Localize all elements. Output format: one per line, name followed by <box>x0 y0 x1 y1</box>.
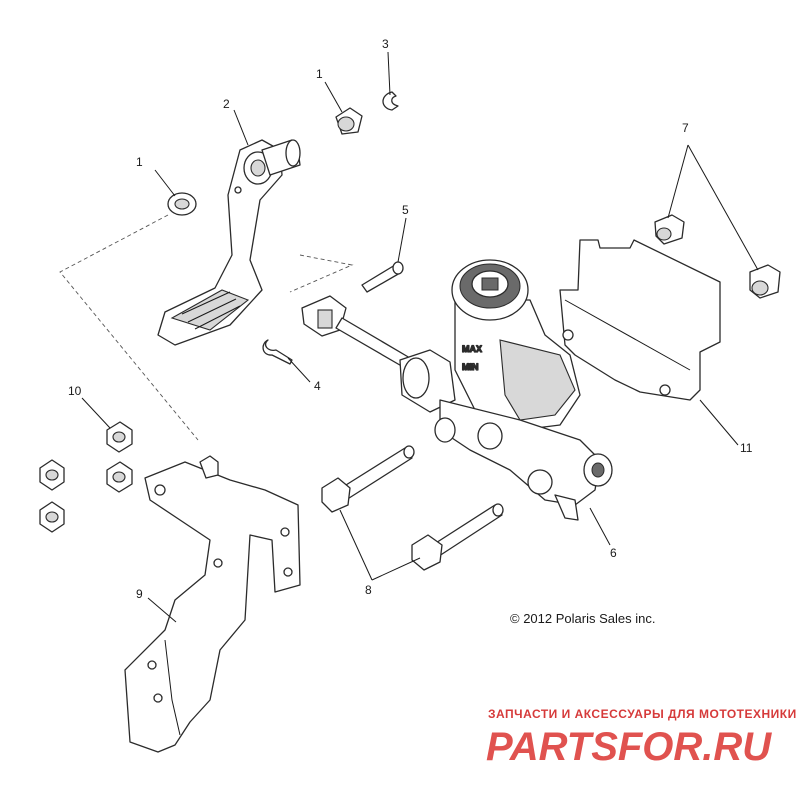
bolt-upper <box>321 445 415 513</box>
master-cylinder: MAX MIN <box>301 259 613 521</box>
cotter-pin <box>262 339 293 365</box>
mounting-bracket <box>124 455 301 753</box>
callout-1-left: 1 <box>136 155 143 169</box>
watermark: ЗАПЧАСТИ И АКСЕССУАРЫ ДЛЯ МОТОТЕХНИКИ PA… <box>486 707 797 769</box>
brake-pedal <box>157 139 301 346</box>
watermark-tagline: ЗАПЧАСТИ И АКСЕССУАРЫ ДЛЯ МОТОТЕХНИКИ <box>488 707 797 721</box>
bushing-top <box>335 107 363 135</box>
callout-6: 6 <box>610 546 617 560</box>
callout-8: 8 <box>365 583 372 597</box>
grommet-lower <box>749 264 781 299</box>
nut-c <box>106 461 133 493</box>
nut-a <box>106 421 133 453</box>
copyright-text: © 2012 Polaris Sales inc. <box>510 611 655 626</box>
callout-10: 10 <box>68 384 82 398</box>
nut-b <box>39 459 65 491</box>
heat-shield-plate <box>559 239 721 401</box>
bushing-left <box>167 192 197 216</box>
grommet-upper <box>654 214 685 245</box>
retaining-clip <box>382 91 399 111</box>
callout-11: 11 <box>740 441 753 455</box>
callout-5: 5 <box>402 203 409 217</box>
callout-7: 7 <box>682 121 689 135</box>
callout-1-top: 1 <box>316 67 323 81</box>
callout-4: 4 <box>314 379 321 393</box>
callout-3: 3 <box>382 37 389 51</box>
callout-numbers: 1 1 2 3 4 5 6 7 8 9 10 11 <box>68 37 753 601</box>
watermark-logo: PARTSFOR.RU <box>486 725 772 769</box>
leader-lines <box>81 51 759 623</box>
assembly-guide-lines <box>59 214 354 441</box>
callout-2: 2 <box>223 97 230 111</box>
reservoir-min-label: MIN <box>462 362 479 372</box>
reservoir-max-label: MAX <box>462 344 482 354</box>
nut-d <box>39 501 65 533</box>
bolt-lower <box>411 503 504 571</box>
callout-9: 9 <box>136 587 143 601</box>
clevis-pin <box>361 261 404 293</box>
